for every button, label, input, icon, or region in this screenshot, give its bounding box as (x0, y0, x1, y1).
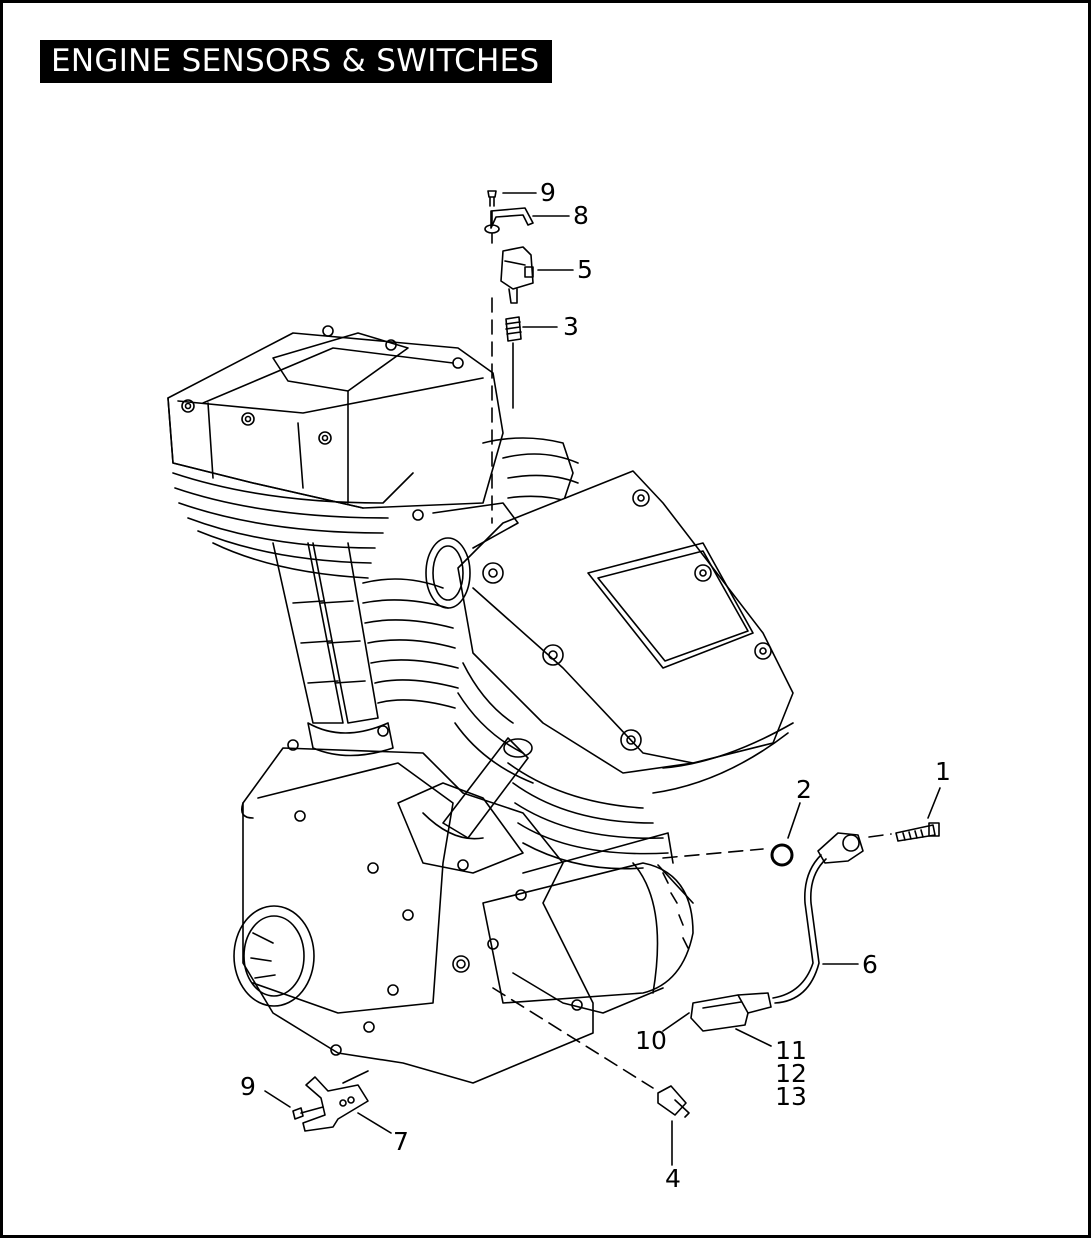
bolt-part-1 (895, 787, 941, 842)
callout-6: 6 (862, 950, 878, 979)
page-title: ENGINE SENSORS & SWITCHES (40, 40, 552, 83)
sensor-part-5 (500, 246, 574, 304)
callout-9-bottom: 9 (240, 1072, 256, 1101)
callout-labels: 1 2 3 4 5 6 7 8 9 9 10 11 12 13 (240, 178, 951, 1193)
callout-7: 7 (393, 1127, 409, 1156)
callout-2: 2 (796, 775, 812, 804)
o-ring-part-2 (770, 802, 801, 867)
intake-port (412, 502, 519, 609)
callout-8: 8 (573, 201, 589, 230)
callout-11: 11 (775, 1036, 807, 1065)
screw-part-9-bottom (264, 1090, 324, 1120)
front-cylinder-fins (454, 662, 669, 870)
crankcase (233, 725, 594, 1084)
screw-part-9-top (487, 190, 537, 207)
rear-cylinder-fins (172, 437, 579, 709)
rear-rocker-cover (167, 325, 504, 509)
bracket-part-7 (302, 1070, 392, 1134)
engine-exploded-view: 1 2 3 4 5 6 7 8 9 9 10 11 12 13 (167, 178, 951, 1193)
callout-1: 1 (935, 757, 951, 786)
callout-12: 12 (775, 1059, 807, 1088)
starter-motor (482, 832, 694, 1014)
callout-4: 4 (665, 1164, 681, 1193)
connector-part-10 (662, 992, 772, 1047)
spring-part-3 (505, 316, 558, 409)
pushrod-tubes (272, 542, 394, 757)
assembly-lines (491, 210, 892, 1089)
callout-3: 3 (563, 312, 579, 341)
callout-9-top: 9 (540, 178, 556, 207)
front-rocker-cover (457, 470, 794, 794)
switch-part-4 (657, 1085, 690, 1166)
front-pushrods (422, 737, 533, 840)
callout-5: 5 (577, 255, 593, 284)
bracket-part-8 (484, 207, 570, 234)
callout-10: 10 (635, 1026, 667, 1055)
sensor-part-6 (772, 832, 864, 1004)
callout-13: 13 (775, 1082, 807, 1111)
